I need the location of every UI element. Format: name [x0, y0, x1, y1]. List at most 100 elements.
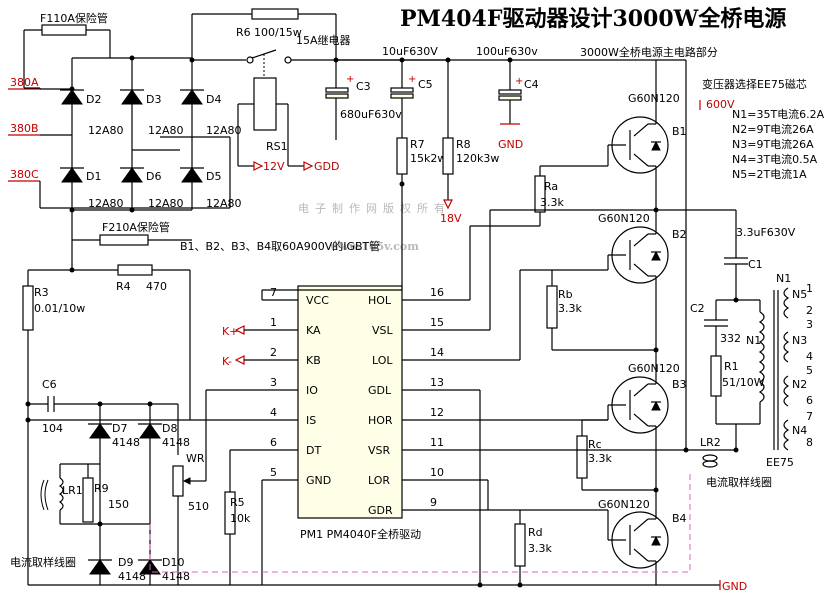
svg-text:电流取样线圈: 电流取样线圈: [706, 475, 772, 489]
fuse-f2: F210A保险管: [71, 210, 192, 246]
svg-text:C5: C5: [418, 78, 433, 91]
svg-text:15k2w: 15k2w: [410, 152, 446, 165]
diode-d8: D8 4148: [138, 422, 190, 449]
rating-d4: 12A80: [206, 124, 242, 137]
svg-text:+: +: [346, 74, 354, 85]
capacitor-c4: + C4 GND: [498, 60, 539, 151]
svg-text:WR: WR: [186, 452, 205, 465]
rating-d5: 12A80: [206, 197, 242, 210]
resistor-rd: Rd 3.3k: [514, 509, 609, 585]
transformer-note: 变压器选择EE75磁芯 N1=35T电流6.2A N2=9T电流26A N3=9…: [702, 77, 825, 181]
diode-d4: D4: [180, 89, 221, 106]
c4-value: 100uF630v: [476, 45, 538, 58]
capacitor-c2: C2 332: [690, 299, 760, 356]
svg-text:3.3k: 3.3k: [528, 542, 552, 555]
svg-text:LOL: LOL: [372, 354, 393, 367]
svg-text:G60N120: G60N120: [598, 498, 650, 511]
resistor-r8: R8 120k3w 18V: [440, 60, 499, 225]
resistor-r9: R9 150: [82, 464, 129, 523]
svg-text:4148: 4148: [118, 570, 146, 583]
capacitor-c6: C6 104: [28, 378, 100, 435]
diode-d3: D3: [120, 89, 161, 106]
output-k-minus: K-: [222, 355, 262, 368]
svg-text:变压器选择EE75磁芯: 变压器选择EE75磁芯: [702, 77, 807, 91]
svg-text:4148: 4148: [112, 436, 140, 449]
svg-text:R7: R7: [410, 138, 425, 151]
svg-text:0.01/10w: 0.01/10w: [34, 302, 85, 315]
svg-text:7: 7: [806, 410, 813, 423]
svg-text:GND: GND: [498, 138, 523, 151]
svg-text:KA: KA: [306, 324, 321, 337]
svg-text:3.3k: 3.3k: [558, 302, 582, 315]
svg-text:3: 3: [270, 376, 277, 389]
svg-text:11: 11: [430, 436, 444, 449]
svg-text:470: 470: [146, 280, 167, 293]
relay-label: 15A继电器: [296, 34, 351, 47]
primary-winding-n1: N1: [746, 290, 779, 450]
resistor-rb: Rb 3.3k: [546, 255, 609, 350]
svg-text:D6: D6: [146, 170, 161, 183]
svg-text:2: 2: [270, 346, 277, 359]
svg-text:LR1: LR1: [62, 484, 83, 497]
svg-text:DT: DT: [306, 444, 321, 457]
svg-text:C3: C3: [356, 80, 371, 93]
c5-value: 10uF630V: [382, 45, 438, 58]
svg-text:D1: D1: [86, 170, 101, 183]
label-gnd-bottom: GND: [722, 580, 747, 593]
svg-text:N3: N3: [792, 334, 807, 347]
svg-text:HOR: HOR: [368, 414, 393, 427]
svg-text:3.3uF630V: 3.3uF630V: [736, 226, 796, 239]
diode-d7: D7 4148: [88, 422, 140, 449]
svg-text:F210A保险管: F210A保险管: [102, 220, 170, 234]
input-380c: 380C: [8, 168, 40, 182]
svg-text:N1: N1: [746, 334, 761, 347]
svg-text:100/15w: 100/15w: [254, 26, 302, 39]
svg-text:N5=2T电流1A: N5=2T电流1A: [732, 167, 807, 181]
page-title: PM404F驱动器设计3000W全桥电源: [400, 6, 786, 32]
resistor-r7: R7 15k2w: [396, 137, 446, 290]
svg-text:N1=35T电流6.2A: N1=35T电流6.2A: [732, 107, 825, 121]
svg-text:C2: C2: [690, 302, 705, 315]
svg-text:D3: D3: [146, 93, 161, 106]
resistor-r1: R1 51/10W: [710, 355, 765, 425]
input-380b: 380B: [8, 122, 40, 136]
svg-text:6: 6: [806, 394, 813, 407]
svg-text:GND: GND: [306, 474, 331, 487]
rating-d3: 12A80: [148, 124, 184, 137]
svg-text:N1: N1: [776, 272, 791, 285]
igbt-b3: G60N120 B3: [608, 362, 687, 434]
svg-text:F110A保险管: F110A保险管: [40, 11, 108, 25]
svg-text:12: 12: [430, 406, 444, 419]
svg-text:LR2: LR2: [700, 436, 721, 449]
svg-text:+: +: [408, 74, 416, 85]
fuse-f1: F110A保险管: [23, 11, 111, 89]
svg-text:IO: IO: [306, 384, 318, 397]
svg-text:IS: IS: [306, 414, 316, 427]
svg-text:4: 4: [270, 406, 277, 419]
svg-text:G60N120: G60N120: [628, 362, 680, 375]
resistor-r3: R3 0.01/10w: [22, 270, 85, 585]
output-k-plus: K+: [222, 325, 262, 338]
svg-text:R9: R9: [94, 482, 109, 495]
svg-text:C1: C1: [748, 258, 763, 271]
svg-text:VCC: VCC: [306, 294, 329, 307]
svg-text:D2: D2: [86, 93, 101, 106]
svg-text:6: 6: [270, 436, 277, 449]
svg-text:R1: R1: [724, 360, 739, 373]
page-subtitle: 3000W全桥电源主电路部分: [580, 45, 718, 59]
svg-text:D9: D9: [118, 556, 133, 569]
svg-text:120k3w: 120k3w: [456, 152, 499, 165]
watermark-text: 电子制作网版权所有: [298, 201, 451, 215]
svg-text:GDD: GDD: [314, 160, 339, 173]
svg-text:5: 5: [806, 364, 813, 377]
chip-left-pins: 7 VCC 1 KA 2 KB 3 IO 4 IS 6 DT 5 GND: [28, 286, 331, 487]
svg-text:G60N120: G60N120: [628, 92, 680, 105]
svg-text:HOL: HOL: [368, 294, 392, 307]
svg-text:电流取样线圈: 电流取样线圈: [10, 555, 76, 569]
svg-text:680uF630v: 680uF630v: [340, 108, 402, 121]
potentiometer-wr: WR 510: [172, 390, 209, 585]
svg-text:14: 14: [430, 346, 444, 359]
diode-d2: D2: [60, 89, 101, 106]
svg-text:12V: 12V: [263, 160, 285, 173]
